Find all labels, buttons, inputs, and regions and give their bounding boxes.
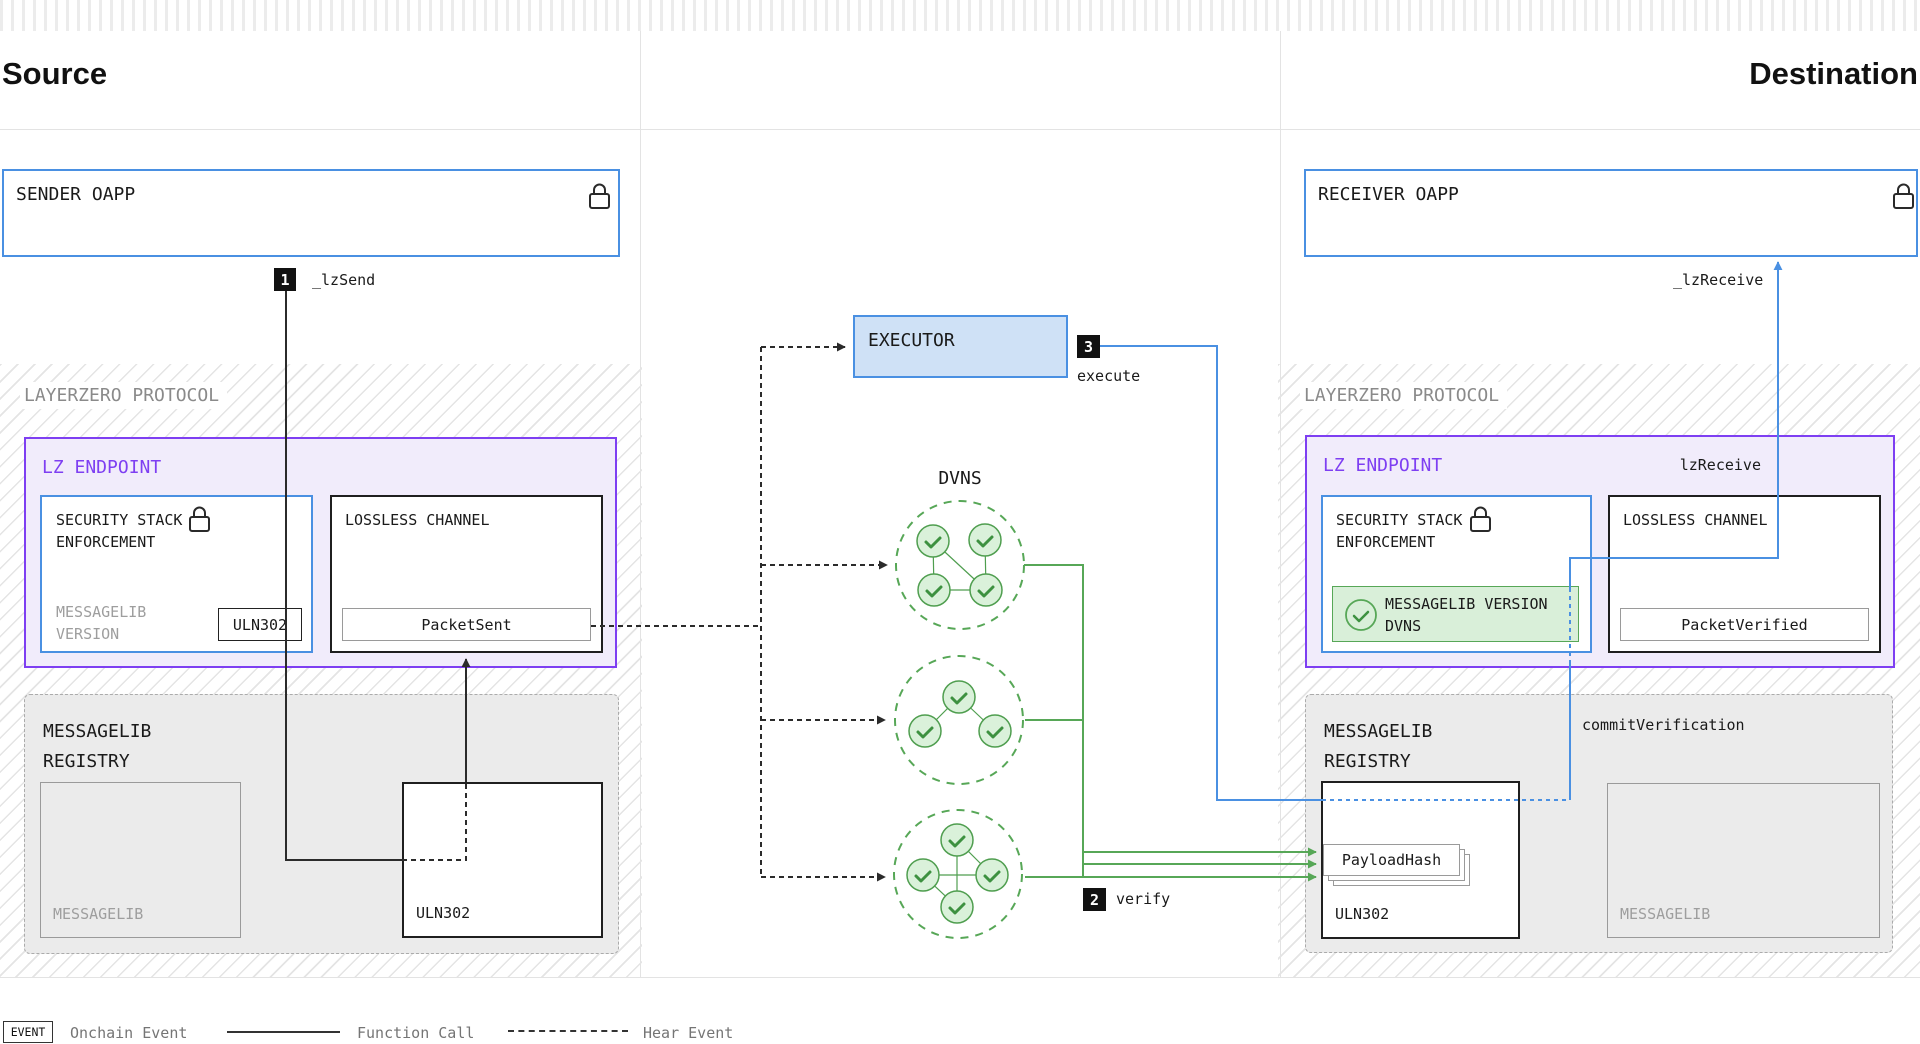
dvn-group-3 <box>893 809 1023 939</box>
legend-hear-event-line <box>508 1030 628 1032</box>
lzreceive-fn-label: lzReceive <box>1679 456 1761 474</box>
dest-lz-endpoint-title: LZ ENDPOINT <box>1323 455 1443 476</box>
dest-lossless-channel-title: LOSSLESS CHANNEL <box>1623 511 1768 529</box>
executor-title: EXECUTOR <box>868 330 955 351</box>
source-lossless-channel-title: LOSSLESS CHANNEL <box>345 511 490 529</box>
source-security-stack-title-1: SECURITY STACK <box>56 511 183 529</box>
dest-uln302-label: ULN302 <box>1335 905 1390 923</box>
sender-oapp-title: SENDER OAPP <box>16 184 136 205</box>
verify-lines <box>1024 564 1317 882</box>
payload-hash-chip: PayloadHash <box>1323 844 1460 876</box>
legend-onchain-event-label: Onchain Event <box>70 1024 188 1042</box>
lzreceive-callback-label: _lzReceive <box>1673 271 1764 289</box>
source-registry-title-2: REGISTRY <box>43 751 130 772</box>
step-3-badge: 3 <box>1077 335 1100 358</box>
bottom-divider <box>0 977 1920 978</box>
commit-verification-label: commitVerification <box>1582 716 1745 734</box>
source-registry-title-1: MESSAGELIB <box>43 721 152 742</box>
dest-security-stack-title-2: ENFORCEMENT <box>1336 533 1436 551</box>
executor-box[interactable]: EXECUTOR <box>853 315 1068 378</box>
step-2-badge: 2 <box>1083 888 1106 911</box>
source-header: Source <box>2 56 108 91</box>
source-messagelib-inner-box[interactable]: MESSAGELIB <box>40 782 241 938</box>
source-lz-endpoint-title: LZ ENDPOINT <box>42 457 162 478</box>
packet-verified-chip: PacketVerified <box>1620 608 1869 641</box>
source-messagelib-version-1: MESSAGELIB <box>56 603 147 621</box>
legend-function-call-label: Function Call <box>357 1024 475 1042</box>
source-uln302-label: ULN302 <box>416 904 471 922</box>
legend-event-chip: EVENT <box>3 1021 53 1043</box>
source-messagelib-inner-label: MESSAGELIB <box>53 905 144 923</box>
dest-dvns-badge-line2: DVNS <box>1385 617 1422 635</box>
packet-sent-chip: PacketSent <box>342 608 591 641</box>
dest-security-stack-title-1: SECURITY STACK <box>1336 511 1463 529</box>
source-uln302-chip: ULN302 <box>218 608 302 641</box>
dest-messagelib-inner-box[interactable]: MESSAGELIB <box>1607 783 1880 938</box>
step-1-badge: 1 <box>274 268 296 291</box>
source-security-stack-title-2: ENFORCEMENT <box>56 533 156 551</box>
dvn-group-1 <box>895 500 1025 630</box>
legend-function-call-line <box>227 1031 340 1033</box>
dest-registry-title-1: MESSAGELIB <box>1324 721 1433 742</box>
source-uln302-box[interactable]: ULN302 <box>402 782 603 938</box>
execute-label: execute <box>1077 367 1141 385</box>
source-protocol-label: LAYERZERO PROTOCOL <box>20 382 228 409</box>
top-stripe-band <box>0 0 1920 31</box>
dvns-title: DVNS <box>938 468 982 489</box>
destination-protocol-label: LAYERZERO PROTOCOL <box>1300 382 1508 409</box>
dest-dvns-version-badge: MESSAGELIB VERSION DVNS <box>1332 586 1579 642</box>
receiver-oapp-title: RECEIVER OAPP <box>1318 184 1459 205</box>
legend-hear-event-label: Hear Event <box>643 1024 734 1042</box>
receiver-oapp-box[interactable]: RECEIVER OAPP <box>1304 169 1918 257</box>
lzsend-label: _lzSend <box>312 271 376 289</box>
source-messagelib-version-2: VERSION <box>56 625 120 643</box>
header-divider <box>0 129 1920 130</box>
sender-oapp-box[interactable]: SENDER OAPP <box>2 169 620 257</box>
dvn-group-2 <box>894 655 1024 785</box>
dest-messagelib-inner-label: MESSAGELIB <box>1620 905 1711 923</box>
destination-header: Destination <box>1749 56 1918 91</box>
verify-label: verify <box>1116 890 1171 908</box>
dest-registry-title-2: REGISTRY <box>1324 751 1411 772</box>
dest-dvns-badge-line1: MESSAGELIB VERSION <box>1385 595 1548 613</box>
